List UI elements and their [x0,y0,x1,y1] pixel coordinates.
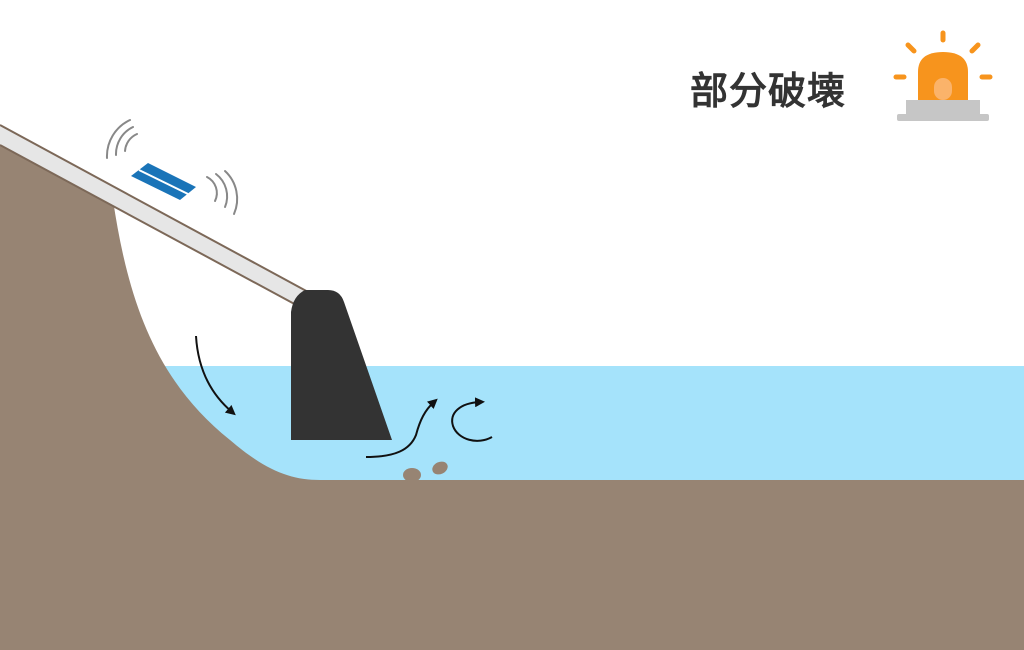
flow-arrow-icon [365,398,438,458]
pipe-top-edge [0,124,311,294]
pipe-bottom-edge [0,144,301,308]
wireless-signal-icon [105,119,239,215]
debris-stones [403,461,448,482]
inclined-pipe [0,125,310,307]
warning-siren-icon [893,30,993,121]
water-body [150,366,1024,486]
outlet-structure [291,290,392,440]
flow-arrow-icon [451,397,493,442]
flow-arrow-icon [195,335,236,416]
embankment-soil [0,125,1024,650]
status-label: 部分破壊 [690,69,847,113]
solar-panel-icon [131,163,196,200]
flow-arrows [195,335,493,458]
